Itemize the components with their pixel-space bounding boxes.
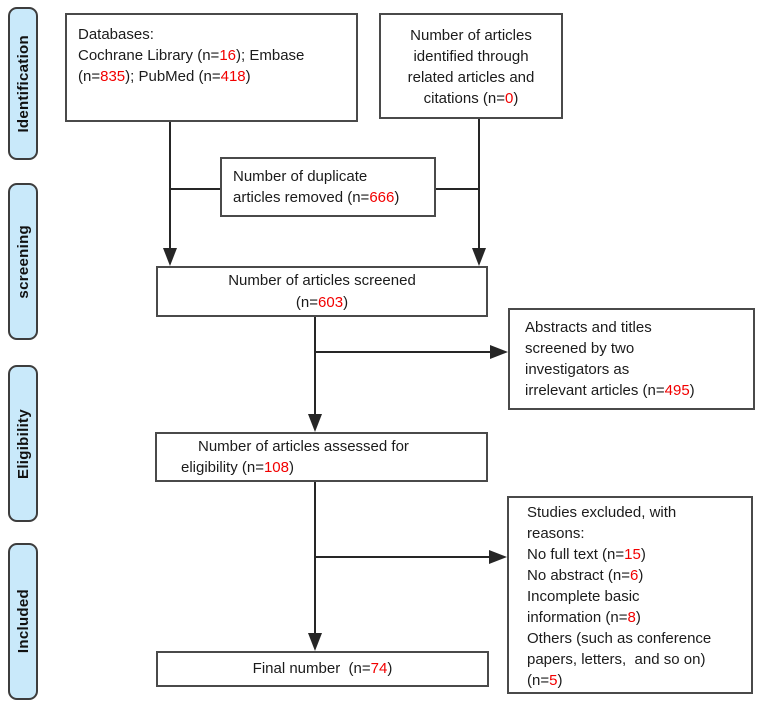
connector-databases-down-line xyxy=(169,122,171,248)
arrow-down-into-assessed-icon xyxy=(308,414,322,432)
box-abstracts-excluded-text: Abstracts and titles screened by two inv… xyxy=(525,319,695,399)
box-related-articles-text: Number of articles identified through re… xyxy=(407,27,535,107)
box-final-number: Final number (n=74) xyxy=(156,651,489,687)
box-studies-excluded: Studies excluded, with reasons: No full … xyxy=(507,496,753,694)
stage-eligibility-label: Eligibility xyxy=(14,408,32,479)
arrow-down-into-screened-right-icon xyxy=(472,248,486,266)
connector-duplicates-to-right-line xyxy=(436,188,478,190)
box-screened: Number of articles screened (n=603) xyxy=(156,266,488,317)
arrow-right-into-abstracts-icon xyxy=(490,345,508,359)
box-related-articles: Number of articles identified through re… xyxy=(379,13,563,119)
connector-assessed-to-excluded-line xyxy=(314,556,489,558)
box-assessed-eligibility-text: Number of articles assessed for eligibil… xyxy=(181,438,409,476)
box-duplicates-removed-text: Number of duplicate articles removed (n=… xyxy=(233,168,400,206)
connector-left-to-duplicates-line xyxy=(169,188,220,190)
connector-screened-down-line xyxy=(314,317,316,414)
stage-identification-label: Identification xyxy=(14,34,32,133)
arrow-down-into-screened-left-icon xyxy=(163,248,177,266)
arrow-down-into-final-icon xyxy=(308,633,322,651)
box-databases-text: Databases: Cochrane Library (n=16); Emba… xyxy=(78,26,305,85)
box-abstracts-excluded: Abstracts and titles screened by two inv… xyxy=(508,308,755,410)
box-final-number-text: Final number (n=74) xyxy=(252,660,393,677)
stage-included-label: Included xyxy=(14,589,32,654)
stage-included: Included xyxy=(8,543,38,700)
box-assessed-eligibility: Number of articles assessed for eligibil… xyxy=(155,432,488,482)
connector-related-down-line xyxy=(478,119,480,248)
box-databases: Databases: Cochrane Library (n=16); Emba… xyxy=(65,13,358,122)
arrow-right-into-excluded-icon xyxy=(489,550,507,564)
stage-screening: screening xyxy=(8,183,38,340)
box-screened-text: Number of articles screened (n=603) xyxy=(228,272,416,311)
stage-identification: Identification xyxy=(8,7,38,160)
connector-screened-to-abstracts-line xyxy=(314,351,490,353)
stage-screening-label: screening xyxy=(14,224,32,299)
stage-eligibility: Eligibility xyxy=(8,365,38,522)
box-studies-excluded-text: Studies excluded, with reasons: No full … xyxy=(527,504,712,689)
box-duplicates-removed: Number of duplicate articles removed (n=… xyxy=(220,157,436,217)
